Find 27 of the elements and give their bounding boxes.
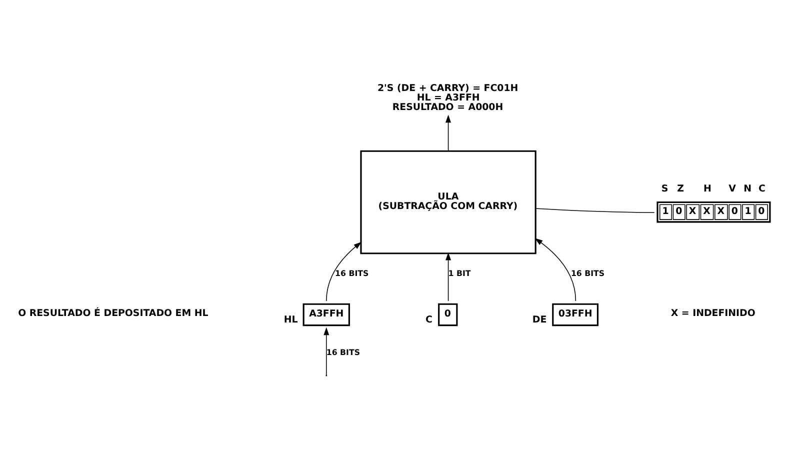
arrow xyxy=(446,252,452,302)
arrow xyxy=(534,238,576,302)
node-box: ULA (SUBTRAÇÃO COM CARRY) xyxy=(360,150,536,254)
label: O RESULTADO É DEPOSITADO EM HL xyxy=(18,308,208,319)
edge-label: 16 BITS xyxy=(570,269,605,278)
node-label: HL xyxy=(284,314,298,326)
arrow xyxy=(446,114,452,152)
edge-label: 1 BIT xyxy=(448,269,471,278)
connector xyxy=(535,208,655,213)
node-text: 2'S (DE + CARRY) = FC01H HL = A3FFH RESULTADO = A000H xyxy=(378,83,518,113)
arrow xyxy=(324,327,330,376)
node-label: H xyxy=(703,184,712,195)
node-label: C xyxy=(758,184,766,195)
arrow xyxy=(326,242,362,302)
node-label: C xyxy=(425,314,432,326)
node-box: A3FFH xyxy=(302,303,350,326)
label: X = INDEFINIDO xyxy=(670,308,756,319)
node-box: 1 0 X X X 0 1 0 xyxy=(656,201,771,223)
node-label: S xyxy=(661,184,668,195)
node-label: V xyxy=(728,184,736,195)
node-box: 0 xyxy=(438,303,458,326)
node-label: DE xyxy=(532,314,547,326)
node-label: N xyxy=(744,184,752,195)
node-label: Z xyxy=(677,184,684,195)
edge-label: 16 BITS xyxy=(326,348,360,357)
node-box: 03FFH xyxy=(552,303,598,326)
edge-label: 16 BITS xyxy=(335,269,369,278)
